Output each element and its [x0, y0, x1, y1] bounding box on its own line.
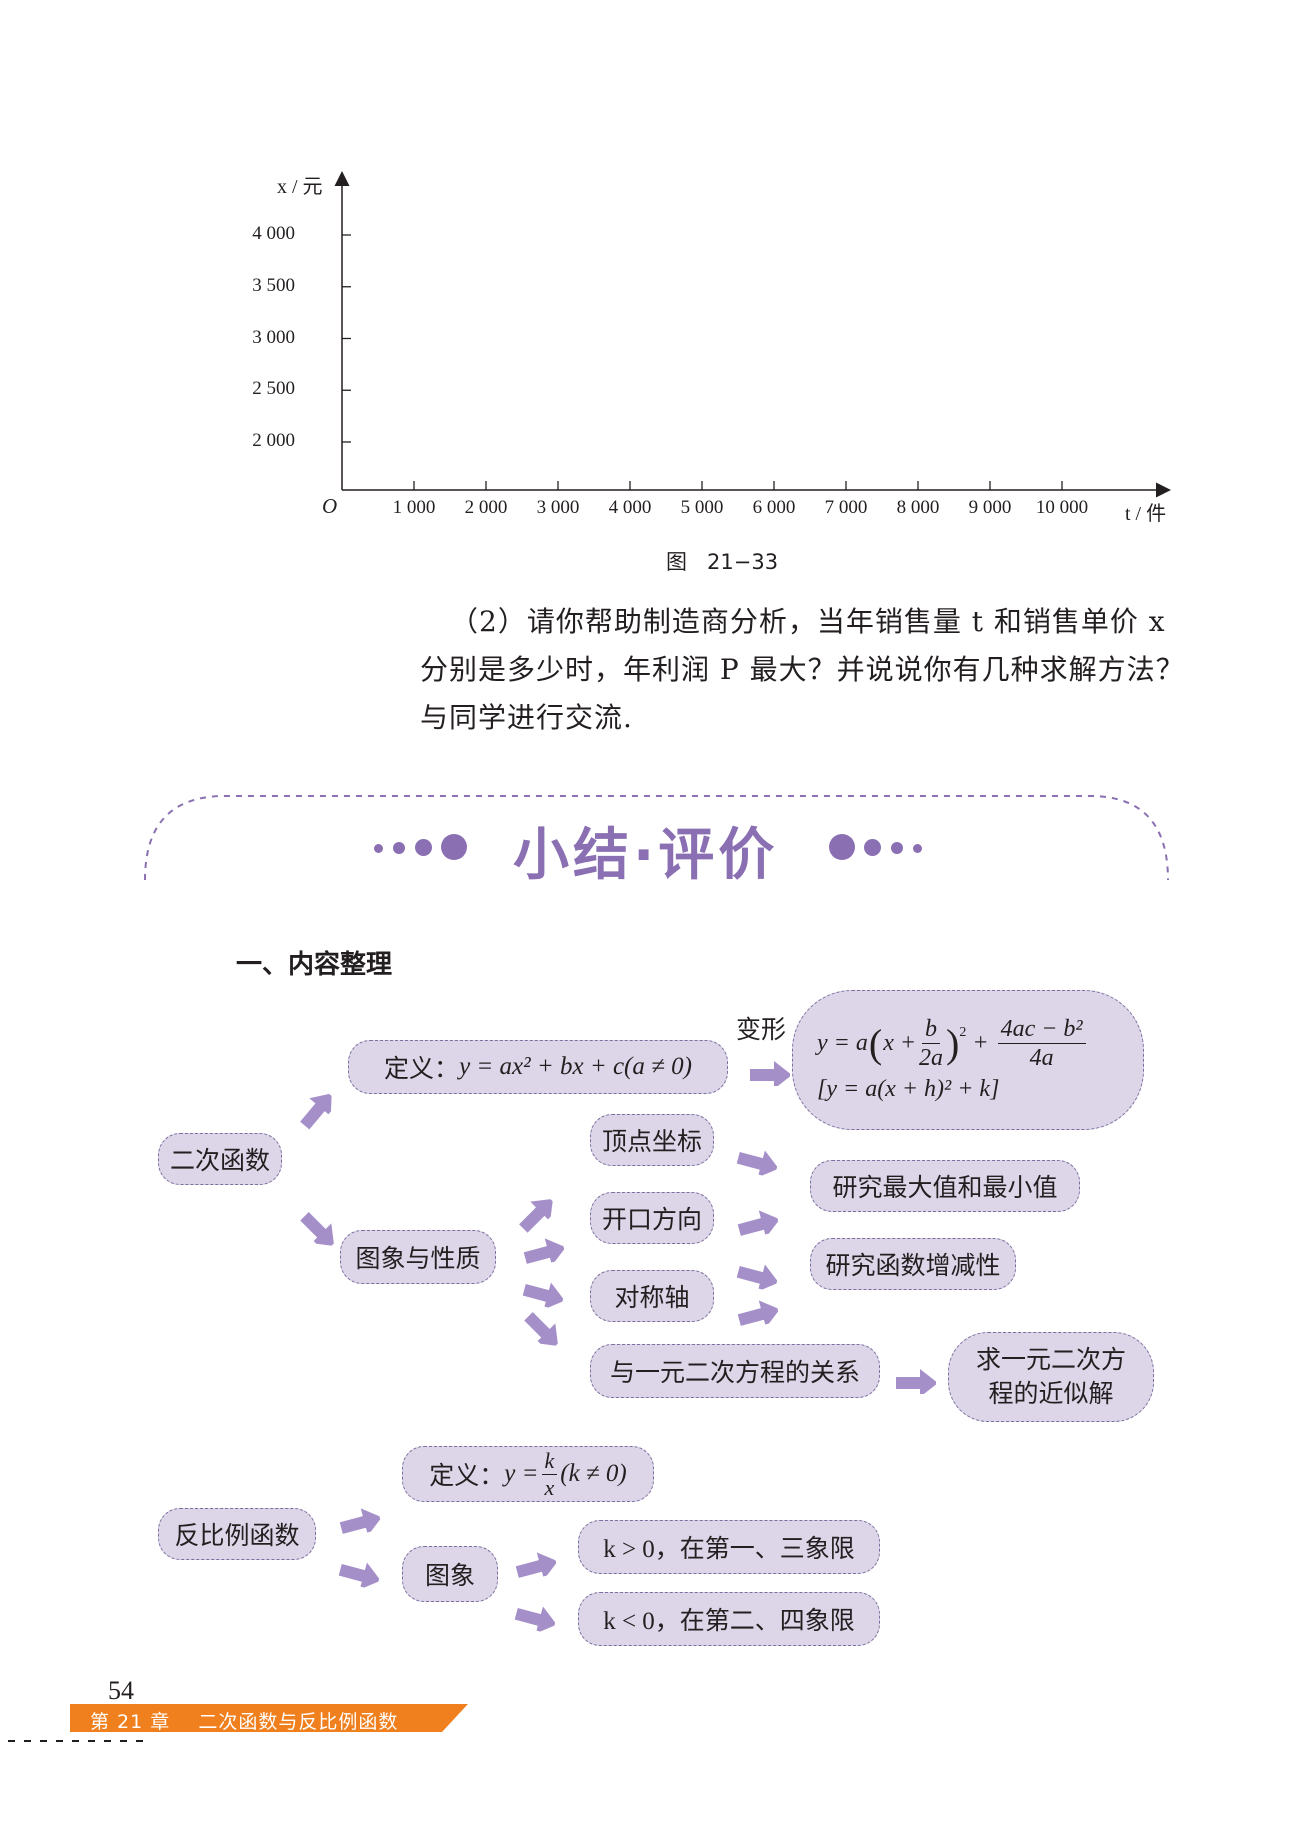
- node-equation-relation: 与一元二次方程的关系: [590, 1344, 880, 1398]
- x-tick-label: 10 000: [1035, 497, 1089, 518]
- figure-caption: 图 21−33: [666, 550, 779, 574]
- flow-arrow: [522, 1282, 565, 1310]
- y-tick-label: 2 000: [252, 430, 295, 451]
- transform-label: 变形: [736, 1015, 787, 1044]
- question-line-3: 与同学进行交流.: [420, 701, 633, 734]
- x-tick-label: 4 000: [608, 497, 652, 518]
- x-tick-label: 7 000: [824, 497, 868, 518]
- footer-dashes: [8, 1740, 150, 1742]
- x-tick-label: 2 000: [464, 497, 508, 518]
- node-k-positive: k > 0，在第一、三象限: [578, 1520, 880, 1574]
- x-tick-label: 9 000: [968, 497, 1012, 518]
- chapter-title: 第 21 章 二次函数与反比例函数: [90, 1711, 399, 1733]
- question-line-1: （2）请你帮助制造商分析，当年销售量 t 和销售单价 x: [450, 605, 1166, 638]
- flow-arrow: [300, 1212, 335, 1246]
- flow-arrow: [515, 1552, 558, 1580]
- flow-arrow: [737, 1300, 780, 1328]
- node-opening-direction: 开口方向: [590, 1192, 714, 1244]
- y-axis-label: x / 元: [277, 176, 323, 198]
- section-title: 小结·评价: [513, 823, 779, 888]
- flow-arrow: [750, 1061, 790, 1086]
- page-number: 54: [108, 1676, 134, 1705]
- chart-axes: [334, 171, 1171, 498]
- flow-arrow: [514, 1606, 557, 1634]
- node-vertex-coords: 顶点坐标: [590, 1114, 714, 1166]
- origin-label: O: [322, 494, 338, 518]
- flow-arrow: [737, 1210, 780, 1238]
- question-line-2: 分别是多少时，年利润 P 最大？并说说你有几种求解方法？: [420, 653, 1185, 686]
- vertex-form-line-2: [y = a(x + h)² + k]: [817, 1076, 1000, 1102]
- y-tick-label: 3 000: [252, 326, 295, 348]
- flow-arrow: [896, 1369, 936, 1394]
- x-axis-label: t / 件: [1125, 503, 1167, 525]
- y-tick-label: 2 500: [252, 378, 295, 400]
- flow-arrow: [300, 1093, 332, 1130]
- flow-arrow: [339, 1508, 382, 1536]
- flow-arrow: [736, 1264, 779, 1292]
- y-tick-label: 3 500: [252, 274, 295, 296]
- node-max-min: 研究最大值和最小值: [810, 1160, 1080, 1212]
- node-inverse-graph: 图象: [402, 1546, 498, 1602]
- x-tick-label: 3 000: [536, 497, 580, 518]
- x-tick-label: 6 000: [752, 497, 796, 518]
- x-tick-label: 1 000: [392, 497, 436, 518]
- flow-arrow: [338, 1562, 381, 1590]
- flow-arrow: [736, 1150, 779, 1178]
- x-tick-label: 5 000: [680, 497, 724, 518]
- node-inverse-function: 反比例函数: [158, 1508, 316, 1560]
- y-tick-label: 4 000: [252, 223, 295, 244]
- section-frame: [144, 795, 1169, 881]
- flow-arrow: [524, 1312, 559, 1346]
- chapter-banner: [70, 1704, 468, 1732]
- node-monotonicity: 研究函数增减性: [810, 1238, 1016, 1290]
- node-graph-properties: 图象与性质: [340, 1230, 496, 1284]
- x-tick-label: 8 000: [896, 497, 940, 518]
- node-approx-solution: 求一元二次方 程的近似解: [948, 1332, 1154, 1422]
- node-quadratic-definition: 定义： y = ax² + bx + c(a ≠ 0): [348, 1040, 728, 1094]
- node-symmetry-axis: 对称轴: [590, 1270, 714, 1322]
- flow-arrow: [523, 1238, 566, 1266]
- flow-arrow: [519, 1198, 553, 1233]
- node-quadratic-function: 二次函数: [158, 1133, 282, 1185]
- subsection-title: 一、内容整理: [236, 950, 393, 980]
- node-k-negative: k < 0，在第二、四象限: [578, 1592, 880, 1646]
